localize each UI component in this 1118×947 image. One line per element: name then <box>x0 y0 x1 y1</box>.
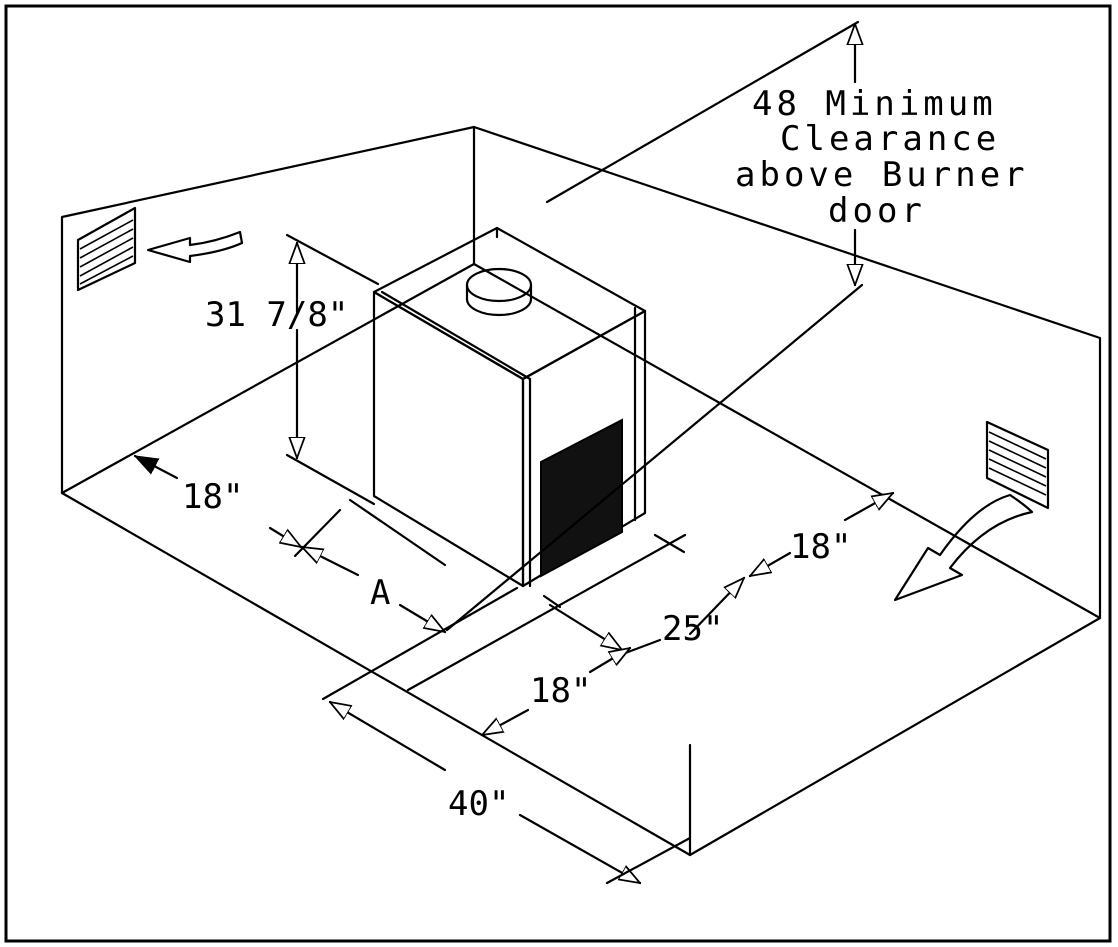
burner-door <box>540 418 623 578</box>
airflow-arrow-icon <box>146 230 244 264</box>
clearance-dimension <box>445 20 862 632</box>
dim-a-label: A <box>370 573 390 613</box>
height-label: 31 7/8" <box>205 295 348 335</box>
left-side-label: 18" <box>182 477 243 517</box>
front-18-dimension <box>482 648 630 735</box>
height-dimension <box>285 233 380 506</box>
boiler-unit-icon <box>372 226 647 588</box>
right-clearance-dimension <box>750 493 893 576</box>
front-clearance-label: 18" <box>530 671 591 711</box>
outer-frame <box>4 4 1112 943</box>
clearance-note-line1: 48 Minimum <box>752 84 997 124</box>
a-dimension <box>302 498 445 632</box>
airflow-arrow-icon <box>893 493 1034 602</box>
front-depth-label: 25" <box>662 609 723 649</box>
vent-grille-icon <box>76 206 137 292</box>
clearance-note-line3: above Burner <box>735 155 1029 195</box>
clearance-note-line2: Clearance <box>780 119 1000 159</box>
total-width-label: 40" <box>448 784 509 824</box>
room-walls <box>60 125 1102 857</box>
front-clearance-lines <box>321 533 687 701</box>
right-side-label: 18" <box>790 527 851 567</box>
clearance-note-line4: door <box>828 191 926 231</box>
total-width-dimension <box>330 702 692 883</box>
vent-grille-icon <box>985 420 1050 510</box>
